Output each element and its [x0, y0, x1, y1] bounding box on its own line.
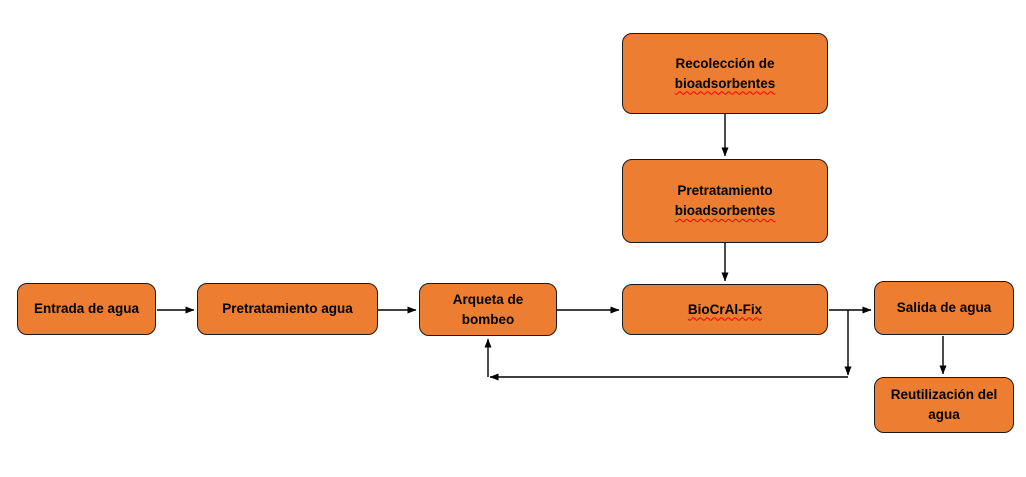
flow-node-salida-de-agua: Salida de agua	[874, 281, 1014, 335]
flow-node-entrada-de-agua: Entrada de agua	[17, 283, 156, 335]
flow-node-biocral-fix: BioCrAl-Fix	[622, 284, 828, 335]
node-label-line: agua	[928, 407, 960, 422]
node-label-line: Entrada de agua	[33, 301, 140, 316]
flow-node-pretratamiento-bioadsorbentes: Pretratamiento bioadsorbentes	[622, 159, 828, 243]
flow-node-reutilizacion-del-agua: Reutilización del agua	[874, 377, 1014, 433]
flow-node-recoleccion-bioadsorbentes: Recolección de bioadsorbentes	[622, 33, 828, 114]
flow-node-pretratamiento-agua: Pretratamiento agua	[197, 283, 378, 335]
node-label-line-misspelled: bioadsorbentes	[674, 75, 776, 91]
node-label-line: Arqueta de	[452, 291, 524, 307]
flow-node-arqueta-de-bombeo: Arqueta de bombeo	[419, 283, 557, 336]
node-label-line: Pretratamiento agua	[222, 301, 353, 316]
node-label-line: bombeo	[461, 311, 515, 327]
node-label-line: Pretratamiento	[677, 183, 773, 198]
node-label-line: Recolección de	[675, 55, 775, 71]
node-label-line-misspelled: BioCrAl-Fix	[687, 301, 763, 317]
node-label-line: Salida de agua	[896, 300, 992, 315]
node-label-line-misspelled: bioadsorbentes	[674, 203, 776, 218]
node-label-line: Reutilización del	[890, 387, 998, 402]
